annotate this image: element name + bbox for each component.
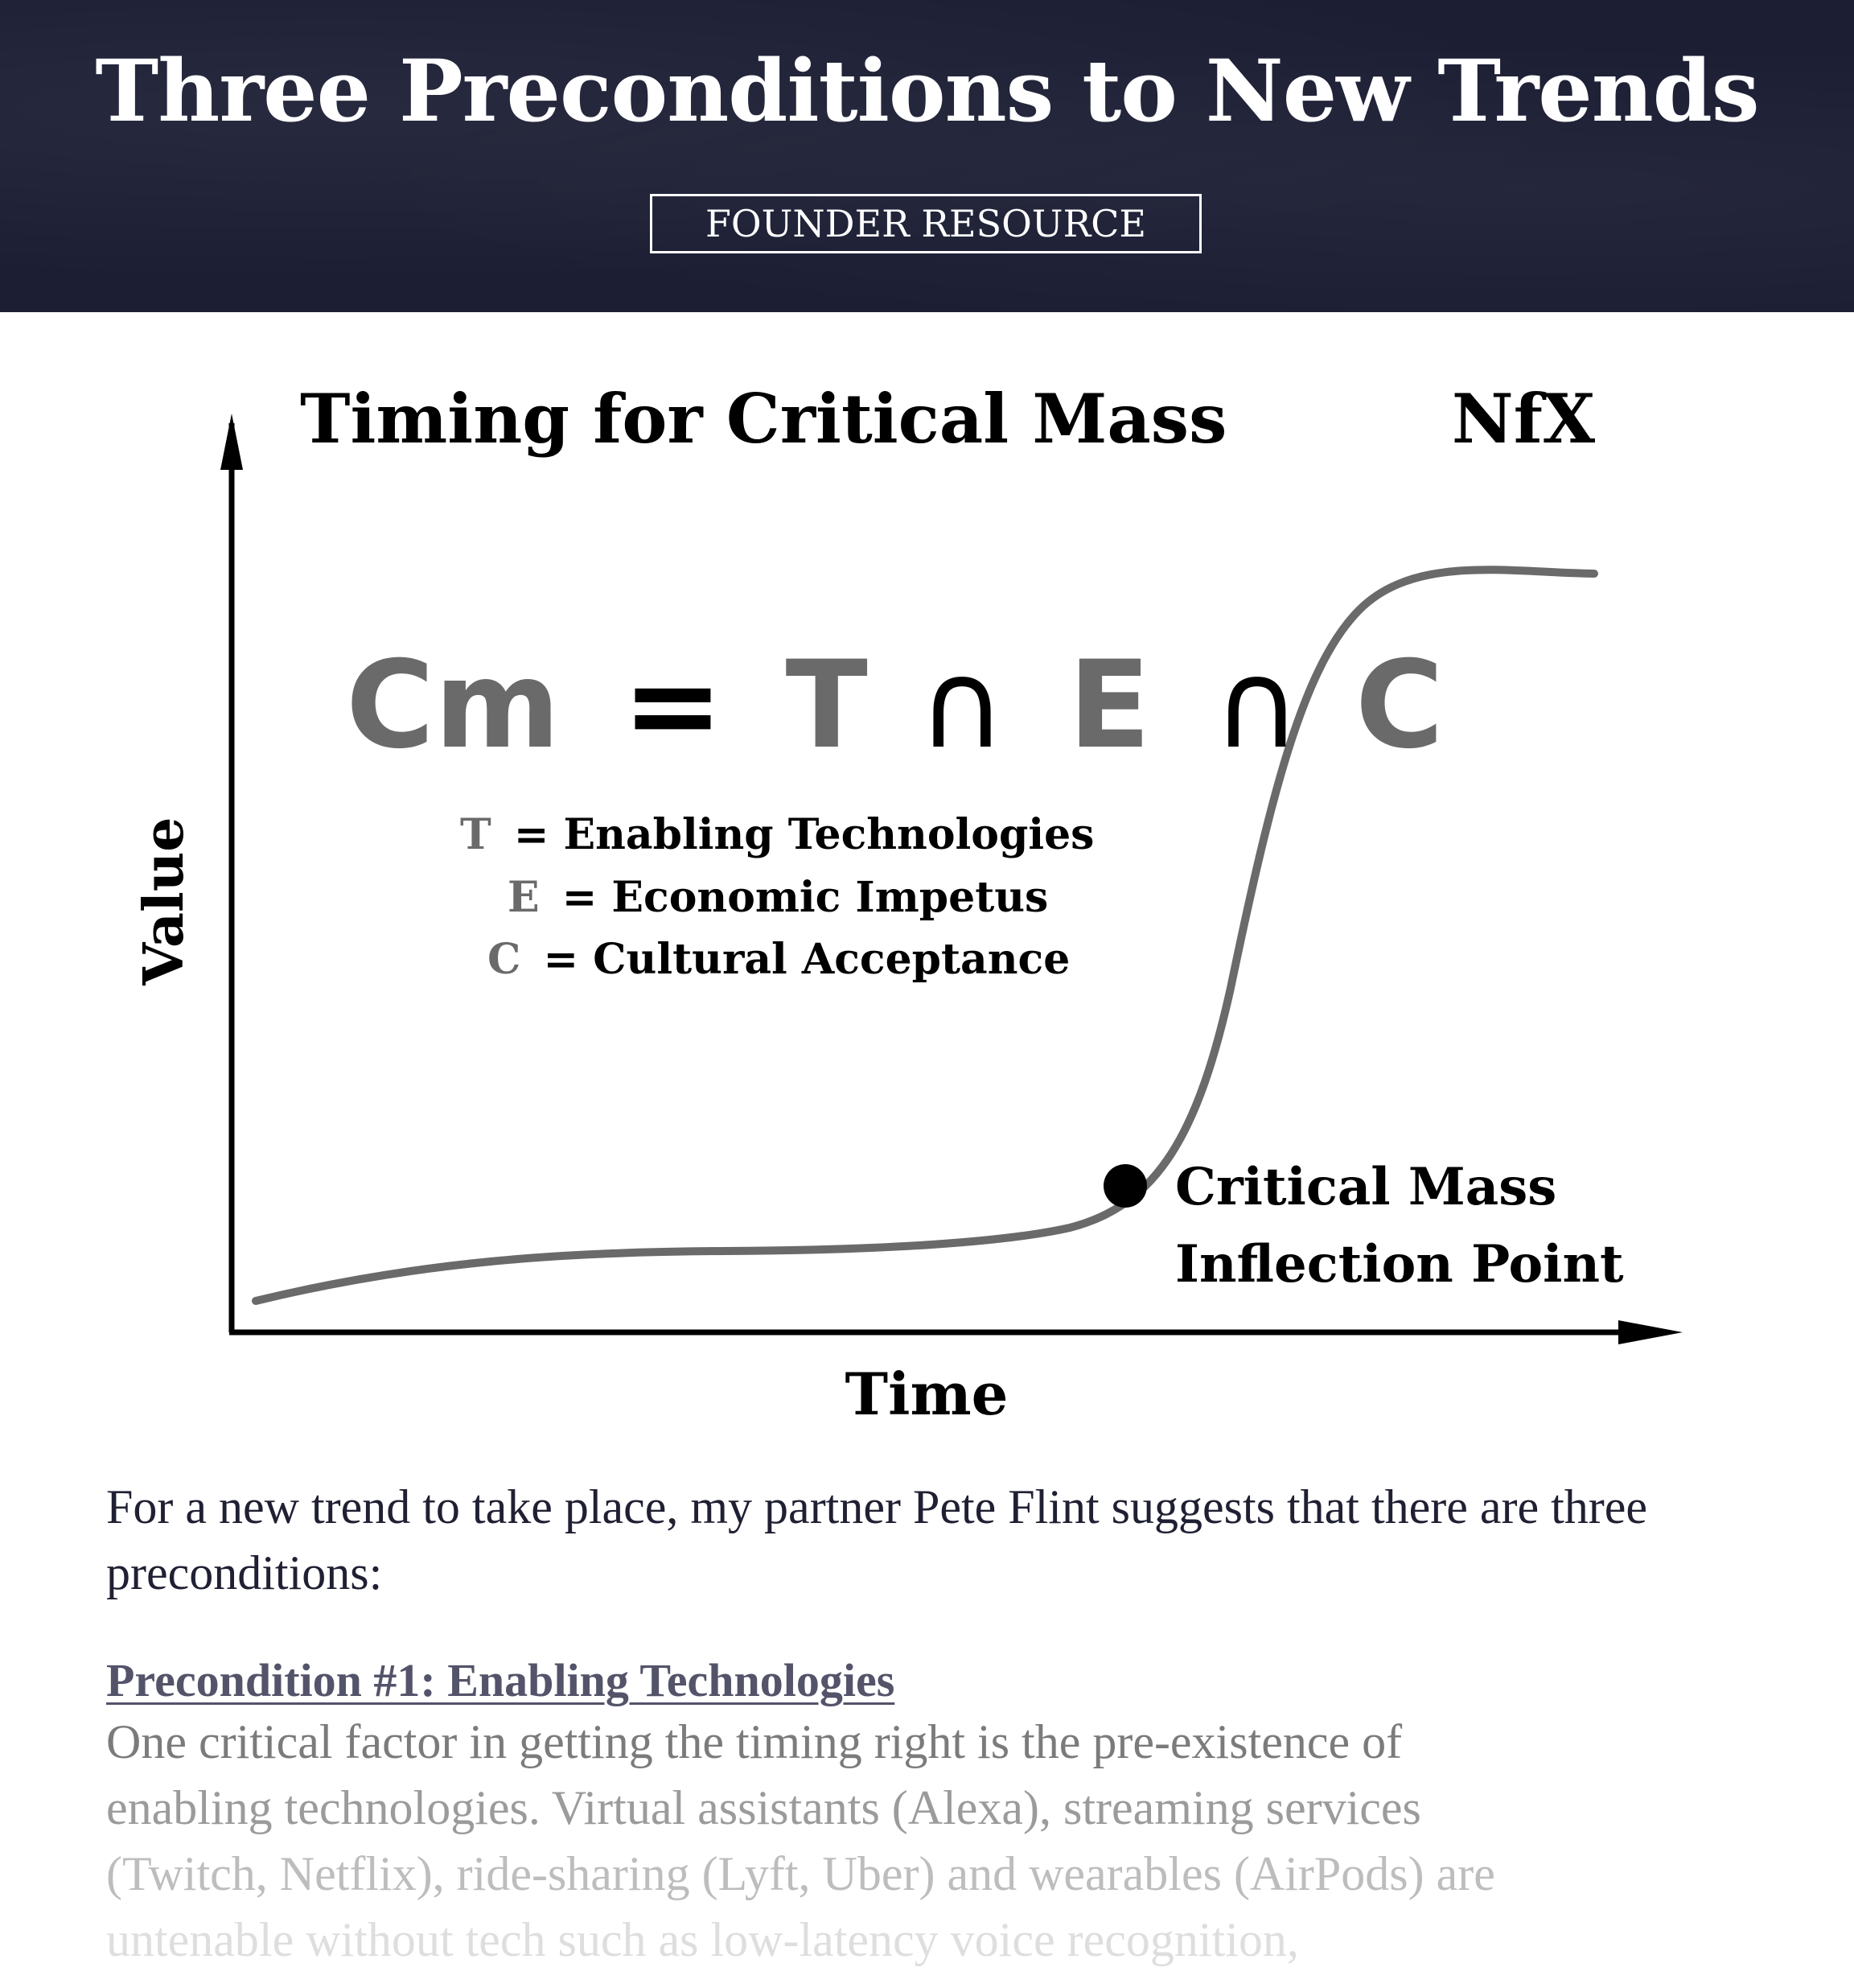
- inflection-label-line-2: Inflection Point: [1175, 1234, 1624, 1294]
- intersection-symbol-2: ∩: [1213, 636, 1301, 776]
- x-axis-arrowhead: [1618, 1320, 1683, 1344]
- header-banner: Three Preconditions to New Trends FOUNDE…: [0, 0, 1854, 312]
- page-title: Three Preconditions to New Trends: [95, 40, 1759, 141]
- legend-text-e: = Economic Impetus: [562, 873, 1049, 922]
- formula-term-t: T: [786, 636, 868, 776]
- legend-text-t: = Enabling Technologies: [514, 810, 1095, 859]
- legend-line-e: E = Economic Impetus: [508, 873, 1048, 922]
- founder-resource-badge: FOUNDER RESOURCE: [650, 194, 1202, 253]
- intersection-symbol-1: ∩: [918, 636, 1006, 776]
- y-axis-arrowhead: [220, 414, 243, 470]
- inflection-label-line-1: Critical Mass: [1175, 1157, 1556, 1217]
- inflection-point-marker: [1104, 1164, 1147, 1208]
- nfx-logo: NfX: [1452, 379, 1596, 459]
- diagram-title: Timing for Critical Mass: [300, 379, 1227, 459]
- critical-mass-diagram: Timing for Critical Mass NfX Cm = T ∩ E …: [132, 379, 1683, 1428]
- section-line-2: enabling technologies. Virtual assistant…: [106, 1781, 1421, 1834]
- section-line-3: (Twitch, Netflix), ride-sharing (Lyft, U…: [106, 1847, 1495, 1900]
- legend-line-t: T = Enabling Technologies: [460, 810, 1094, 859]
- legend-line-c: C = Cultural Acceptance: [487, 935, 1070, 984]
- legend-letter-t: T: [460, 810, 491, 859]
- formula-lhs: Cm: [346, 636, 560, 776]
- x-axis-label: Time: [845, 1360, 1009, 1428]
- formula: Cm = T ∩ E ∩ C: [346, 636, 1444, 776]
- legend-text-c: = Cultural Acceptance: [544, 935, 1071, 984]
- y-axis-label: Value: [132, 817, 196, 986]
- section-line-1: One critical factor in getting the timin…: [106, 1715, 1403, 1768]
- article-body: For a new trend to take place, my partne…: [106, 1474, 1763, 1973]
- legend-letter-e: E: [508, 873, 540, 922]
- intro-paragraph: For a new trend to take place, my partne…: [106, 1480, 1648, 1599]
- section-heading: Precondition #1: Enabling Technologies: [106, 1654, 895, 1706]
- formula-equals: =: [623, 636, 724, 776]
- critical-mass-curve: [252, 566, 1598, 1305]
- formula-term-c: C: [1355, 636, 1444, 776]
- legend-letter-c: C: [487, 935, 520, 984]
- section-line-4: untenable without tech such as low-laten…: [106, 1913, 1299, 1966]
- formula-term-e: E: [1068, 636, 1150, 776]
